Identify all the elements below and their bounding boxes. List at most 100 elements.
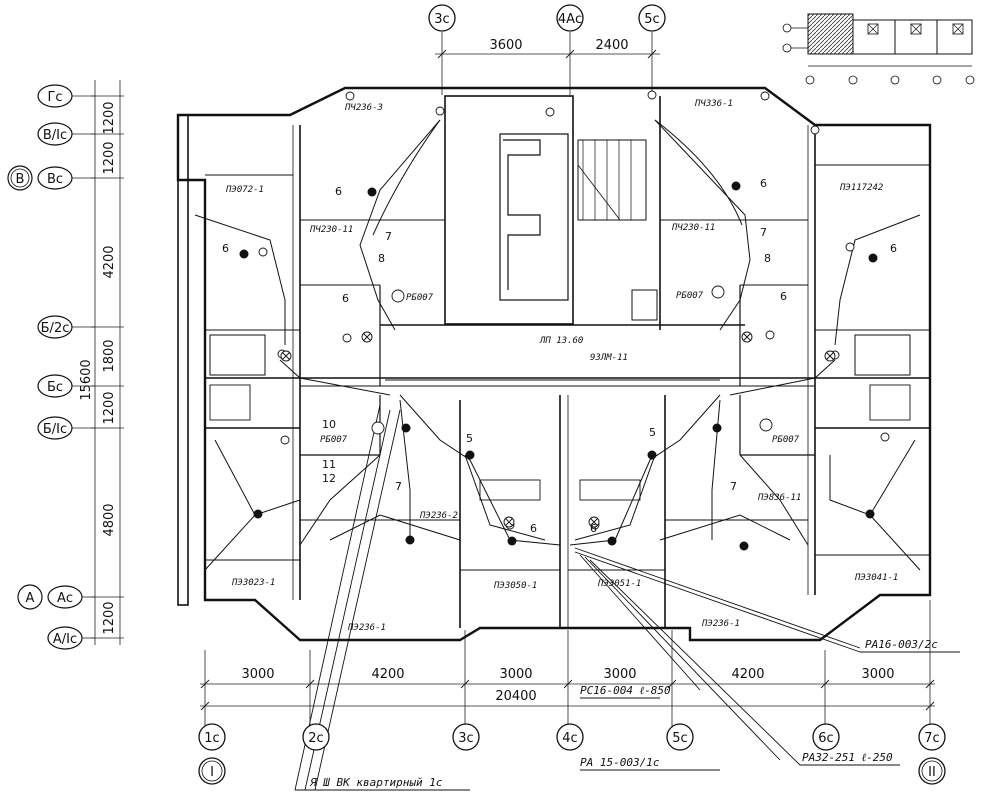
axis-bottom-5c: 5с <box>672 731 687 746</box>
ceiling-light-fixture <box>253 509 263 519</box>
room-numbers: 6 6 7 7 6 6 8 8 6 6 7 7 5 5 6 6 10 11 12 <box>222 177 897 535</box>
wiring-lines <box>194 119 921 571</box>
panel-label: 93ЛМ-11 <box>590 353 628 363</box>
dim-bottom-4200a: 4200 <box>371 667 404 682</box>
ceiling-light-fixture <box>865 509 875 519</box>
callout-rs16-004: РС16-004 ℓ-850 <box>580 684 671 697</box>
axis-left-outer-a: А <box>26 591 35 606</box>
building-walls <box>176 86 932 642</box>
bottom-dims: 3000 4200 3000 3000 4200 3000 20400 <box>200 600 935 730</box>
light-fixtures <box>239 181 878 551</box>
ceiling-light-fixture <box>507 536 517 546</box>
axis-left-b1c: Б/Іс <box>43 422 67 437</box>
room-number: 6 <box>590 522 597 535</box>
panel-label: ПЧ236-3 <box>344 103 383 113</box>
panel-labels: ПЧ236-3 ПЧ336-1 ПЭ072-1 ПЭ117242 ПЧ230-1… <box>225 99 898 633</box>
dim-bottom-4200b: 4200 <box>731 667 764 682</box>
axis-left-outer-v: В <box>16 172 25 187</box>
rb007-label: РБ007 <box>772 435 800 445</box>
dim-left-4200: 4200 <box>102 245 117 278</box>
panel-label: ПЭ836-11 <box>757 493 801 503</box>
axis-bottom-3c: 3с <box>458 731 473 746</box>
axis-left-b2c: Б/2с <box>41 321 70 336</box>
panel-label: ПЧ230-11 <box>671 223 715 233</box>
callout-ra16-003-2c: РА16-003/2с <box>865 638 938 651</box>
panel-label: ПЭ072-1 <box>225 185 264 195</box>
room-number: 5 <box>649 426 656 439</box>
section-II: II <box>928 765 936 780</box>
room-number: 11 <box>322 458 336 471</box>
panel-label: ПЧ230-11 <box>309 225 353 235</box>
panel-label: ПЭ236-1 <box>347 623 386 633</box>
panel-label: ПЭ117242 <box>839 183 883 193</box>
panel-label: ПЭ236-1 <box>701 619 740 629</box>
bottom-axes: 1с 2с 3с 4с 5с 6с 7с I II <box>198 723 946 785</box>
room-number: 7 <box>730 480 737 493</box>
ceiling-light-fixture <box>405 535 415 545</box>
section-I: I <box>210 765 214 780</box>
room-number: 8 <box>378 252 385 265</box>
dim-left-1800: 1800 <box>102 339 117 372</box>
room-number: 10 <box>322 418 336 431</box>
outlets <box>258 90 890 530</box>
ceiling-light-fixture <box>465 450 475 460</box>
dim-left-total: 15600 <box>79 359 94 400</box>
axis-top-4ac: 4Ас <box>558 12 582 27</box>
ceiling-light-fixture <box>367 187 377 197</box>
callout-ra32-251: РА32-251 ℓ-250 <box>802 751 893 764</box>
callout-ra15-003-1c: РА 15-003/1с <box>580 756 660 769</box>
dim-left-1200a: 1200 <box>102 101 117 134</box>
dim-left-1200b: 1200 <box>102 141 117 174</box>
room-number: 6 <box>222 242 229 255</box>
room-number: 6 <box>890 242 897 255</box>
room-number: 6 <box>760 177 767 190</box>
callout-bottom-note: Я Ш ВК квартирный 1с <box>309 776 443 789</box>
axis-bottom-6c: 6с <box>818 731 833 746</box>
panel-label: ПЭ236-2 <box>419 511 458 521</box>
axis-bottom-2c: 2с <box>308 731 323 746</box>
dim-top-3600: 3600 <box>489 38 522 53</box>
room-number: 8 <box>764 252 771 265</box>
ceiling-light-fixture <box>712 423 722 433</box>
ceiling-light-fixture <box>731 181 741 191</box>
panel-label: ПЭ3023-1 <box>231 578 275 588</box>
top-axes: 3с 4Ас 5с 3600 2400 <box>428 4 666 95</box>
axis-left-a1c: А/Іс <box>53 632 77 647</box>
ceiling-light-fixture <box>647 450 657 460</box>
room-number: 6 <box>780 290 787 303</box>
axis-left-v1c: В/Іс <box>43 128 67 143</box>
room-number: 6 <box>530 522 537 535</box>
dim-bottom-3000a: 3000 <box>241 667 274 682</box>
axis-bottom-7c: 7с <box>924 731 939 746</box>
key-plan <box>782 13 975 85</box>
panel-label: ПЧ336-1 <box>694 99 733 109</box>
ceiling-light-fixture <box>739 541 749 551</box>
axis-top-5c: 5с <box>644 12 659 27</box>
axis-left-bc: Бс <box>47 380 63 395</box>
axis-bottom-4c: 4с <box>562 731 577 746</box>
dim-bottom-3000c: 3000 <box>603 667 636 682</box>
axis-top-3c: 3с <box>434 12 449 27</box>
room-number: 12 <box>322 472 336 485</box>
dim-top-2400: 2400 <box>595 38 628 53</box>
room-number: 7 <box>385 230 392 243</box>
dim-left-4800: 4800 <box>102 503 117 536</box>
axis-left-gc: Гс <box>47 90 62 105</box>
callout-leaders <box>294 404 960 791</box>
rb007-label: РБ007 <box>406 293 434 303</box>
dim-bottom-3000b: 3000 <box>499 667 532 682</box>
callouts: РА16-003/2с РС16-004 ℓ-850 РА 15-003/1с … <box>309 638 938 789</box>
room-number: 5 <box>466 432 473 445</box>
ceiling-light-fixture <box>868 253 878 263</box>
axis-left-vc: Вс <box>47 172 63 187</box>
reduced-labels: РБ007 РБ007 РБ007 РБ007 <box>320 291 800 445</box>
panel-label: ЛП 13.60 <box>539 336 583 346</box>
dim-left-1200c: 1200 <box>102 391 117 424</box>
rb007-label: РБ007 <box>676 291 704 301</box>
dim-left-1200d: 1200 <box>102 601 117 634</box>
axis-left-ac: Ас <box>57 591 73 606</box>
ceiling-light-fixture <box>607 536 617 546</box>
ceiling-light-fixture <box>401 423 411 433</box>
room-number: 7 <box>395 480 402 493</box>
